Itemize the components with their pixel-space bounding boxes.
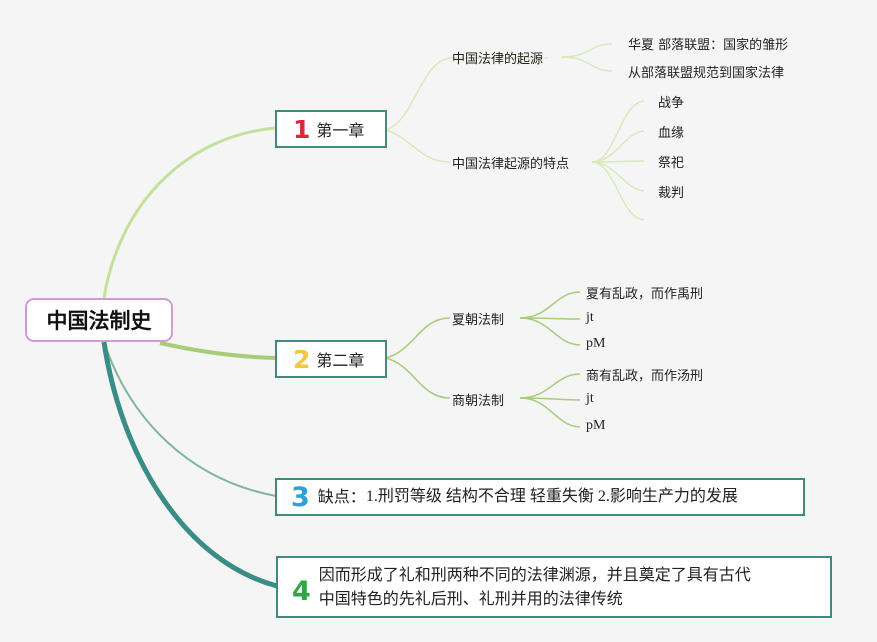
note4-node[interactable]: 4 因而形成了礼和刑两种不同的法律渊源，并且奠定了具有古代 中国特色的先礼后刑、…	[276, 556, 832, 618]
leaf-feature-war[interactable]: 战争	[658, 92, 684, 111]
connector-t2-leaf5	[591, 161, 645, 221]
root-node[interactable]: 中国法制史	[25, 298, 173, 342]
connector-t2-leaf2	[591, 130, 645, 163]
note3-node[interactable]: 3 缺点： 1.刑罚等级 结构不合理 轻重失衡 2.影响生产力的发展	[275, 478, 805, 516]
chapter2-number-icon: 2	[293, 344, 311, 374]
note4-number-icon: 4	[292, 575, 311, 607]
chapter2-label: 第二章	[316, 351, 365, 370]
topic-origin[interactable]: 中国法律的起源	[452, 48, 543, 67]
connector-ch2-topic1	[385, 317, 451, 359]
chapter2-node[interactable]: 2 第二章	[275, 340, 387, 378]
note3-text: 1.刑罚等级 结构不合理 轻重失衡 2.影响生产力的发展	[365, 488, 738, 505]
topic-xia-label: 夏朝法制	[452, 313, 505, 328]
connector-t1-leaf1	[561, 43, 613, 58]
leaf-feature-judgment-label: 裁判	[658, 186, 685, 201]
topic-origin-label: 中国法律的起源	[452, 52, 544, 67]
connector-ch1-topic2	[385, 129, 451, 163]
leaf-origin-1-label: 华夏 部落联盟：国家的雏形	[628, 38, 789, 53]
leaf-xia-2-label: jt	[586, 310, 594, 325]
topic-shang[interactable]: 商朝法制	[452, 390, 504, 409]
connector-root-note3	[103, 341, 277, 497]
topic-origin-features[interactable]: 中国法律起源的特点	[452, 153, 569, 172]
leaf-feature-judgment[interactable]: 裁判	[658, 182, 684, 201]
connector-t1-leaf2	[561, 56, 613, 72]
leaf-shang-1[interactable]: 商有乱政，而作汤刑	[586, 365, 703, 384]
leaf-xia-3-label: pM	[586, 336, 606, 351]
note4-line1: 因而形成了礼和刑两种不同的法律渊源，并且奠定了具有古代	[318, 565, 751, 584]
connector-xia-leaf3	[519, 317, 581, 346]
chapter1-number-icon: 1	[293, 114, 311, 144]
leaf-shang-2-label: jt	[586, 391, 594, 406]
leaf-shang-2[interactable]: jt	[586, 391, 594, 407]
leaf-origin-2-label: 从部落联盟规范到国家法律	[628, 66, 785, 81]
leaf-shang-3[interactable]: pM	[586, 418, 605, 434]
connector-xia-leaf1	[519, 291, 581, 319]
leaf-feature-war-label: 战争	[658, 96, 685, 111]
leaf-feature-blood[interactable]: 血缘	[658, 122, 684, 141]
chapter1-label: 第一章	[316, 121, 365, 140]
chapter1-node[interactable]: 1 第一章	[275, 110, 387, 148]
leaf-xia-3[interactable]: pM	[586, 336, 605, 352]
note4-line2: 中国特色的先礼后刑、礼刑并用的法律传统	[318, 589, 623, 608]
connector-shang-leaf1	[519, 373, 581, 399]
leaf-origin-2[interactable]: 从部落联盟规范到国家法律	[628, 62, 784, 81]
connector-t2-leaf1	[591, 100, 645, 163]
leaf-shang-1-label: 商有乱政，而作汤刑	[586, 369, 704, 384]
note3-prefix: 缺点：	[317, 487, 366, 506]
leaf-xia-1-label: 夏有乱政，而作禹刑	[586, 287, 704, 302]
root-label: 中国法制史	[46, 309, 152, 333]
connector-root-chapter1	[102, 126, 277, 299]
leaf-xia-2[interactable]: jt	[586, 310, 594, 326]
leaf-feature-sacrifice-label: 祭祀	[658, 156, 685, 171]
connector-root-note4	[101, 341, 278, 589]
leaf-shang-3-label: pM	[586, 418, 606, 433]
topic-origin-features-label: 中国法律起源的特点	[452, 157, 570, 172]
leaf-xia-1[interactable]: 夏有乱政，而作禹刑	[586, 283, 703, 302]
connector-shang-leaf3	[519, 397, 581, 428]
connector-ch2-topic2	[385, 357, 451, 399]
leaf-origin-1[interactable]: 华夏 部落联盟：国家的雏形	[628, 34, 788, 53]
note3-number-icon: 3	[291, 481, 310, 513]
leaf-feature-blood-label: 血缘	[658, 126, 685, 141]
connector-ch1-topic1	[385, 57, 548, 131]
topic-shang-label: 商朝法制	[452, 394, 505, 409]
topic-xia[interactable]: 夏朝法制	[452, 309, 504, 328]
connector-root-chapter2	[159, 341, 277, 360]
connector-t2-leaf4	[591, 161, 645, 192]
leaf-feature-sacrifice[interactable]: 祭祀	[658, 152, 684, 171]
